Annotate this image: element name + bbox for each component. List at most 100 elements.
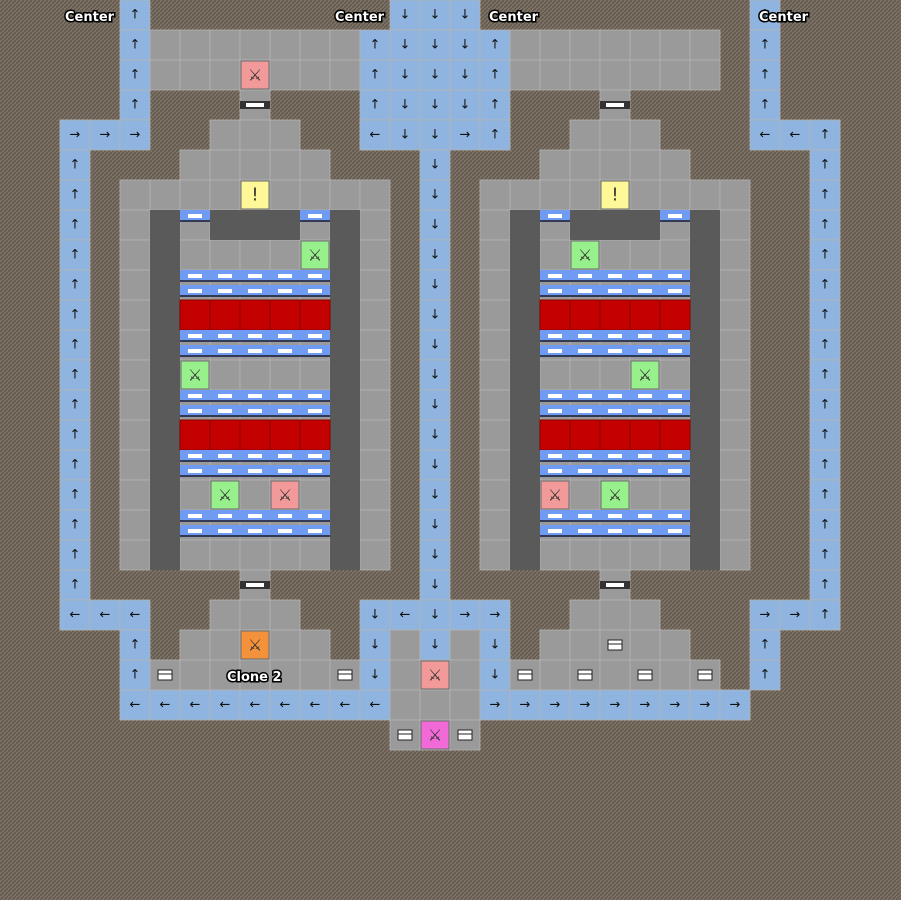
gate-bar xyxy=(308,409,322,413)
gate-bar xyxy=(188,514,202,518)
conveyor-tile xyxy=(629,689,661,721)
exclamation-icon-tile xyxy=(600,180,630,210)
conveyor-tile xyxy=(419,179,451,211)
gate-edge xyxy=(270,340,300,342)
conveyor-tile xyxy=(59,239,91,271)
conveyor-tile xyxy=(419,119,451,151)
gate-edge xyxy=(540,355,570,357)
gate-edge xyxy=(180,415,210,417)
conveyor-tile xyxy=(749,119,781,151)
floor-tile xyxy=(179,539,211,571)
gate-bar xyxy=(188,394,202,398)
arrow-icon: ↓ xyxy=(400,128,411,143)
floor-tile xyxy=(629,119,661,151)
floor-tile xyxy=(719,449,751,481)
floor-tile xyxy=(539,149,571,181)
arrow-icon: ↑ xyxy=(820,308,831,323)
gate-bar xyxy=(278,349,292,353)
arrow-icon: ↑ xyxy=(820,488,831,503)
conveyor-tile xyxy=(779,119,811,151)
center-label-1: Center xyxy=(65,10,115,25)
floor-tile xyxy=(479,239,511,271)
conveyor-tile xyxy=(749,0,781,31)
conveyor-tile xyxy=(389,59,421,91)
gate-edge xyxy=(600,520,630,522)
floor-tile xyxy=(269,149,301,181)
gate-bar xyxy=(608,349,622,353)
gate-edge xyxy=(210,280,240,282)
gate-edge xyxy=(630,535,660,537)
arrow-icon: ↑ xyxy=(70,578,81,593)
gate-edge xyxy=(660,400,690,402)
gate-edge xyxy=(300,295,330,297)
door-bar xyxy=(606,103,624,107)
floor-tile xyxy=(479,479,511,511)
conveyor-tile xyxy=(419,629,451,661)
treasure-chest-icon xyxy=(157,669,173,681)
conveyor-tile xyxy=(59,299,91,331)
gate-bar xyxy=(308,454,322,458)
gate-edge xyxy=(180,400,210,402)
gate-bar xyxy=(278,469,292,473)
crossed-swords-icon: ⚔ xyxy=(548,486,562,505)
gate-edge xyxy=(660,280,690,282)
gate-bar xyxy=(188,274,202,278)
treasure-chest-icon xyxy=(397,729,413,741)
gate-edge xyxy=(600,415,630,417)
gate-bar xyxy=(608,289,622,293)
floor-tile xyxy=(479,269,511,301)
center-label-4: Center xyxy=(759,10,809,25)
floor-tile xyxy=(629,179,661,211)
floor-tile xyxy=(119,449,151,481)
gate-edge xyxy=(570,415,600,417)
conveyor-tile xyxy=(809,599,841,631)
gate-edge xyxy=(240,295,270,297)
gate-bar xyxy=(548,214,562,218)
gate-bar xyxy=(578,274,592,278)
gate-bar xyxy=(308,214,322,218)
gate-bar xyxy=(668,409,682,413)
floor-tile xyxy=(179,659,211,691)
arrow-icon: ↓ xyxy=(430,398,441,413)
arrow-icon: ↑ xyxy=(820,608,831,623)
floor-tile xyxy=(659,59,691,91)
exclamation-icon: ! xyxy=(611,185,618,206)
treasure-chest-icon xyxy=(697,669,713,681)
floor-tile xyxy=(719,539,751,571)
floor-tile xyxy=(329,179,361,211)
arrow-icon: ↑ xyxy=(70,188,81,203)
gate-edge xyxy=(240,340,270,342)
lava-tile xyxy=(179,299,211,331)
lava-tile xyxy=(569,419,601,451)
floor-tile xyxy=(599,539,631,571)
floor-tile xyxy=(569,29,601,61)
floor-tile xyxy=(119,239,151,271)
floor-tile xyxy=(209,119,241,151)
arrow-icon: ↓ xyxy=(400,68,411,83)
gate-bar xyxy=(548,454,562,458)
gate-edge xyxy=(270,280,300,282)
floor-tile xyxy=(689,59,721,91)
arrow-icon: ↑ xyxy=(370,98,381,113)
gate-bar xyxy=(278,394,292,398)
conveyor-tile xyxy=(269,689,301,721)
gate-edge xyxy=(240,520,270,522)
gate-edge xyxy=(210,340,240,342)
gate-bar xyxy=(548,409,562,413)
crossed-swords-icon-tile xyxy=(210,480,240,510)
arrow-icon: ↓ xyxy=(430,248,441,263)
gate-bar xyxy=(188,529,202,533)
gate-edge xyxy=(630,460,660,462)
gate-edge xyxy=(600,400,630,402)
floor-tile xyxy=(359,479,391,511)
arrow-icon: ↑ xyxy=(130,638,141,653)
arrow-icon: ↑ xyxy=(820,248,831,263)
lava-tile xyxy=(659,419,691,451)
gate-bar xyxy=(548,349,562,353)
conveyor-tile xyxy=(359,599,391,631)
floor-tile xyxy=(659,179,691,211)
wall-segment xyxy=(150,210,180,570)
arrow-icon: ↓ xyxy=(430,518,441,533)
gate-edge xyxy=(240,400,270,402)
